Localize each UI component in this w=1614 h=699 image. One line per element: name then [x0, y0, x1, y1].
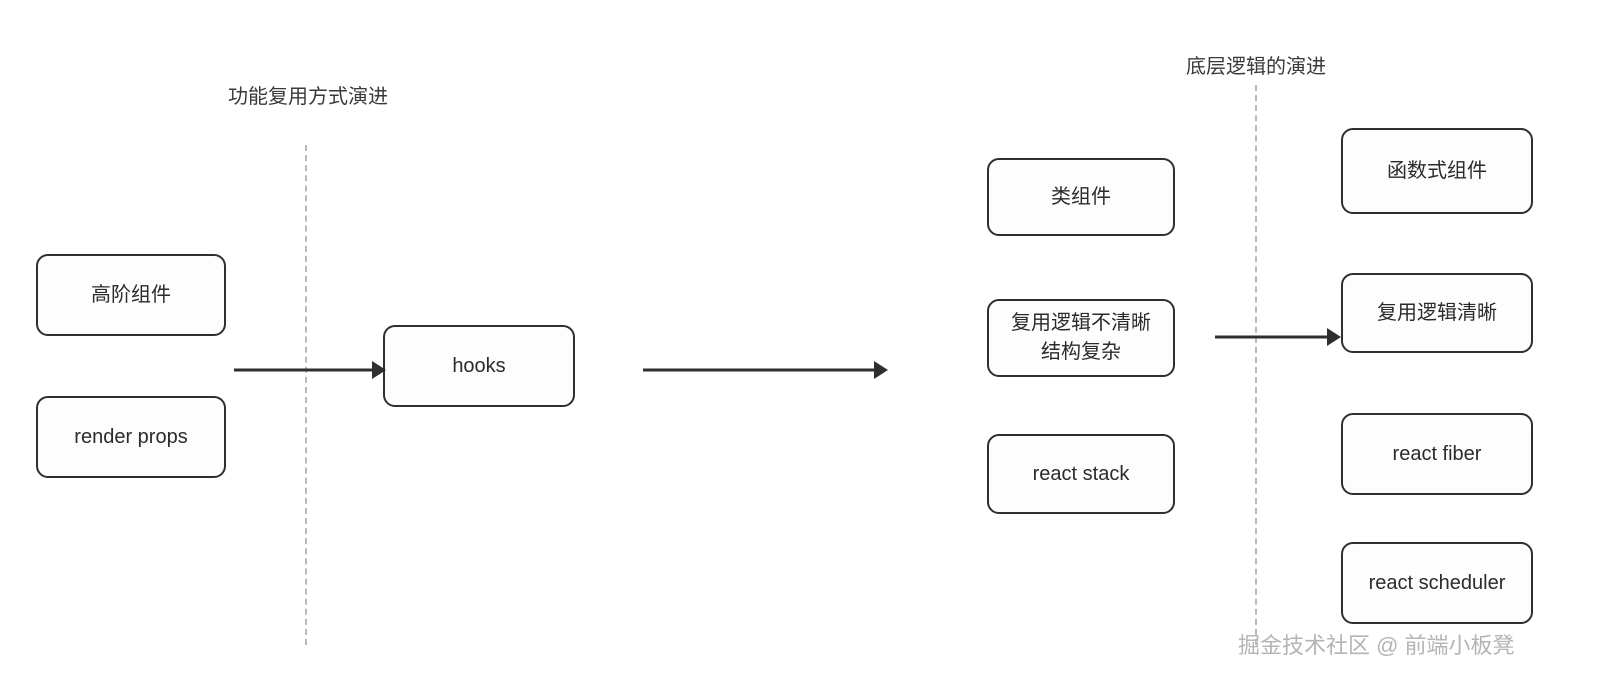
node-label: 函数式组件	[1387, 159, 1487, 182]
arrow-right-icon	[1215, 325, 1341, 349]
node-label: 高阶组件	[91, 283, 171, 306]
node-label: render props	[74, 425, 188, 448]
node-class-component[interactable]: 类组件	[987, 158, 1175, 236]
arrow-right-icon	[234, 358, 386, 382]
node-label: 复用逻辑清晰	[1377, 301, 1497, 324]
node-label: hooks	[452, 354, 506, 377]
node-label: react fiber	[1392, 442, 1482, 465]
node-higher-order-component[interactable]: 高阶组件	[36, 254, 226, 336]
section-title-underlying-logic: 底层逻辑的演进	[1186, 56, 1326, 78]
node-react-scheduler[interactable]: react scheduler	[1341, 542, 1533, 624]
watermark: 掘金技术社区 @ 前端小板凳	[1238, 633, 1515, 658]
node-label: 类组件	[1051, 185, 1111, 208]
section-title-feature-reuse: 功能复用方式演进	[228, 86, 388, 108]
node-label: react stack	[1032, 462, 1130, 485]
node-label: 复用逻辑不清晰 结构复杂	[1011, 312, 1151, 363]
node-react-fiber[interactable]: react fiber	[1341, 413, 1533, 495]
node-function-component[interactable]: 函数式组件	[1341, 128, 1533, 214]
arrow-right-icon	[643, 358, 888, 382]
node-react-stack[interactable]: react stack	[987, 434, 1175, 514]
dashed-divider-right	[1255, 85, 1257, 645]
node-reuse-logic-unclear[interactable]: 复用逻辑不清晰 结构复杂	[987, 299, 1175, 377]
dashed-divider-left	[305, 145, 307, 645]
node-hooks[interactable]: hooks	[383, 325, 575, 407]
node-reuse-logic-clear[interactable]: 复用逻辑清晰	[1341, 273, 1533, 353]
node-label: react scheduler	[1368, 571, 1506, 594]
node-render-props[interactable]: render props	[36, 396, 226, 478]
